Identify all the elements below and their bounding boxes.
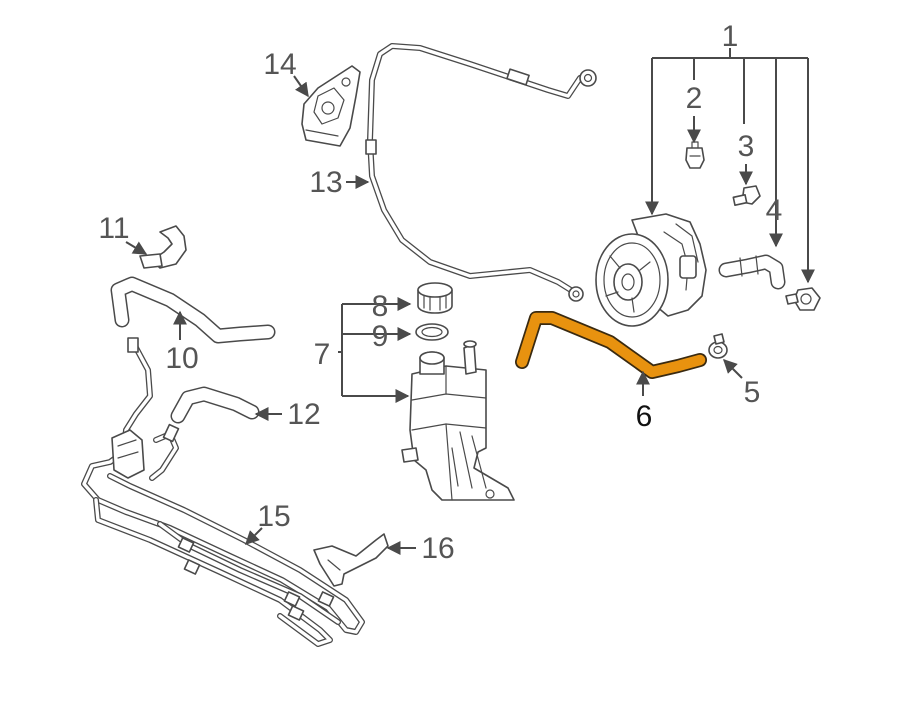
power-steering-pump[interactable] (595, 213, 707, 327)
callout-4: 4 (766, 194, 783, 227)
callout-5: 5 (744, 376, 761, 409)
callout-7: 7 (314, 338, 331, 371)
callout-1: 1 (722, 20, 739, 53)
reservoir-part-7[interactable] (401, 340, 515, 501)
reservoir-cap-part-8[interactable] (417, 282, 453, 314)
bolt-part-1-right[interactable] (785, 287, 821, 311)
bracket-part-14[interactable] (301, 65, 361, 147)
pressure-line-part-13[interactable] (365, 43, 597, 302)
hose-part-10[interactable] (110, 276, 276, 344)
callout-11: 11 (98, 212, 129, 245)
seal-ring-part-9[interactable] (415, 323, 449, 341)
callout-9: 9 (372, 320, 389, 353)
callout-labels: 1 2 3 4 5 6 7 8 9 10 11 12 13 14 15 16 (98, 20, 782, 565)
callout-10: 10 (165, 342, 198, 375)
clip-part-11[interactable] (139, 225, 187, 269)
inlet-fitting-part-4[interactable] (718, 254, 786, 290)
leader-lines (125, 48, 815, 555)
callout-13: 13 (309, 166, 342, 199)
bracket-part-16[interactable] (313, 533, 389, 587)
return-hose-part-6[interactable] (515, 311, 707, 379)
hose-part-12[interactable] (170, 386, 260, 424)
bolt-part-3[interactable] (732, 185, 761, 206)
callout-2: 2 (686, 82, 703, 115)
callout-12: 12 (287, 398, 320, 431)
callout-3: 3 (738, 130, 755, 163)
callout-8: 8 (372, 290, 389, 323)
fitting-part-2[interactable] (685, 141, 705, 169)
callout-15: 15 (257, 500, 290, 533)
callout-6: 6 (636, 400, 653, 433)
callout-16: 16 (421, 532, 454, 565)
callout-14: 14 (263, 48, 296, 81)
cooler-part-15[interactable] (81, 337, 365, 647)
clamp-part-5[interactable] (708, 333, 728, 359)
